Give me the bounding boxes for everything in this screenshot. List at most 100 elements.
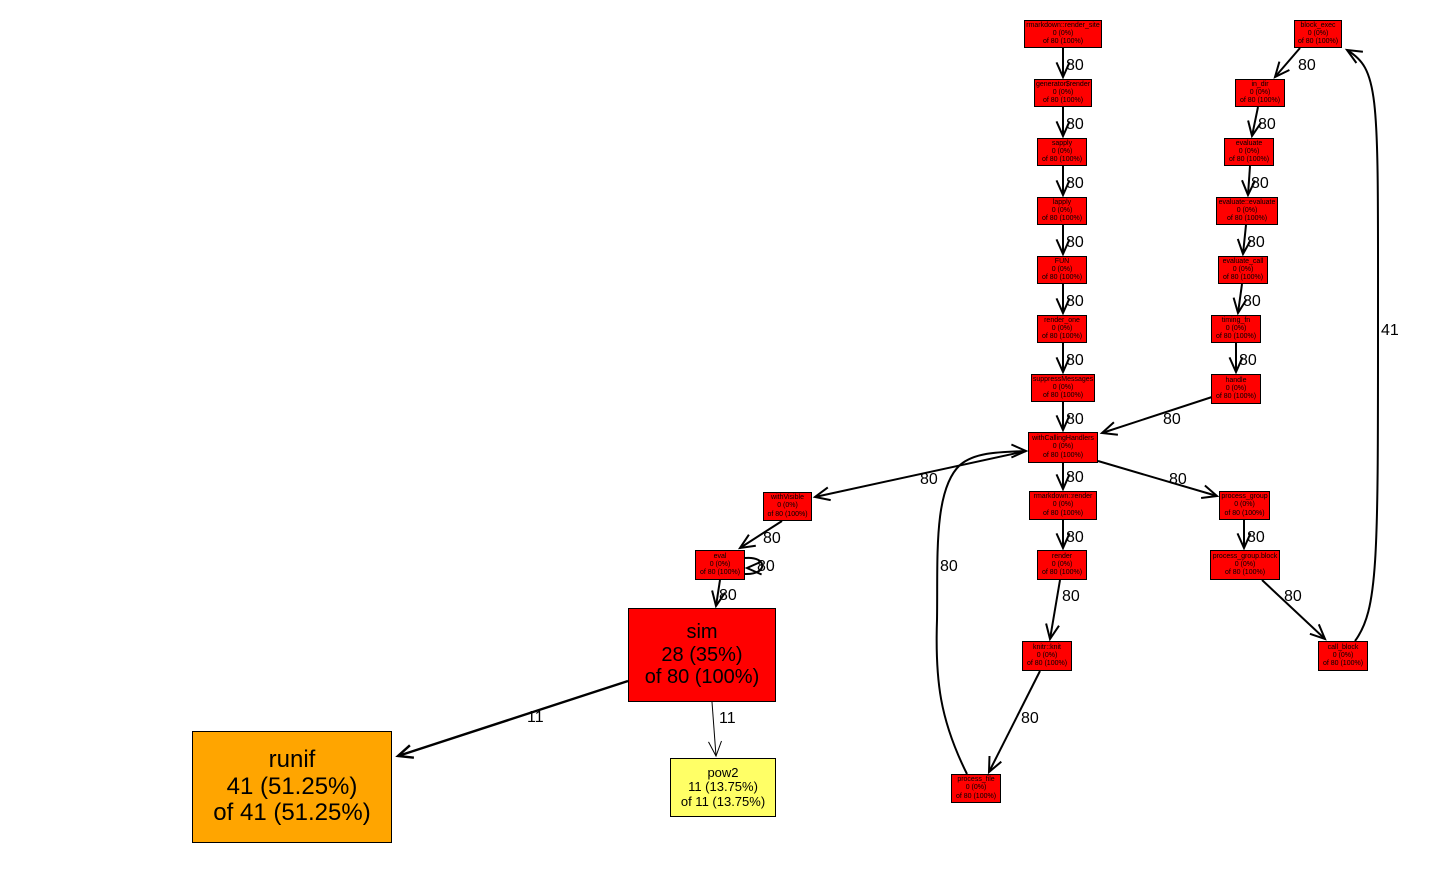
- node-fun-line-1: 0 (0%): [1051, 265, 1073, 273]
- edge-suppress-messages-to-with-calling-handlers: [1055, 402, 1071, 433]
- node-process-file-line-2: of 80 (100%): [955, 792, 997, 800]
- edge-render-one-to-suppress-messages: [1055, 343, 1071, 375]
- edge-label-lapply-to-fun: 80: [1066, 234, 1084, 251]
- node-process-group-block-line-2: of 80 (100%): [1224, 569, 1266, 577]
- node-lapply-line-1: 0 (0%): [1051, 206, 1073, 214]
- edge-label-with-calling-handlers-to-rmarkdown-render: 80: [1066, 469, 1084, 486]
- edge-rmarkdown-render-to-render: [1055, 520, 1071, 551]
- edge-with-visible-to-eval: [737, 520, 783, 550]
- node-fun-line-2: of 80 (100%): [1041, 274, 1083, 282]
- node-process-group-line-2: of 80 (100%): [1224, 509, 1265, 517]
- node-block-exec-line-2: of 80 (100%): [1297, 38, 1339, 46]
- edge-label-call-block-to-block-exec: 41: [1381, 322, 1399, 339]
- edge-eval-self-loop: [744, 556, 764, 576]
- edge-label-markdown-render-site-to-generator-render: 80: [1066, 57, 1084, 74]
- edge-label-handle-to-with-calling-handlers: 80: [1163, 411, 1181, 428]
- edge-eval-to-sim: [711, 579, 726, 609]
- node-with-visible-line-0: withVisible: [771, 494, 804, 502]
- edge-with-calling-handlers-to-process-group: [1097, 460, 1220, 499]
- node-timing-fn-line-2: of 80 (100%): [1215, 333, 1257, 341]
- node-runif-line-2: of 41 (51.25%): [213, 799, 371, 827]
- node-handle-line-0: handle: [1225, 376, 1247, 384]
- node-markdown-render-site-line-2: of 80 (100%): [1042, 38, 1084, 46]
- edge-in-dir-to-evaluate: [1247, 106, 1262, 139]
- node-with-visible-line-2: of 80 (100%): [767, 510, 808, 518]
- edge-sapply-to-lapply: [1055, 166, 1071, 198]
- node-rmarkdown-render-line-0: rmarkdown::render: [1033, 493, 1093, 501]
- node-call-block-line-0: call_block: [1327, 643, 1359, 651]
- edge-fun-to-render-one: [1055, 284, 1071, 316]
- node-generator-render-line-2: of 80 (100%): [1042, 97, 1084, 105]
- node-pow2-line-2: of 11 (13.75%): [680, 793, 766, 809]
- edge-render-to-knit: [1045, 579, 1061, 642]
- node-with-calling-handlers-line-2: of 80 (100%): [1042, 451, 1084, 459]
- edge-label-rmarkdown-render-to-render: 80: [1066, 529, 1084, 546]
- node-pow2-line-1: 11 (13.75%): [688, 779, 758, 795]
- edge-label-in-dir-to-evaluate: 80: [1258, 116, 1276, 133]
- edge-label-evaluate-call-to-timing-fn: 80: [1243, 293, 1261, 310]
- edge-label-with-calling-handlers-to-process-group: 80: [1169, 471, 1187, 488]
- node-process-group-block-line-1: 0 (0%): [1234, 560, 1256, 568]
- node-render-one-line-0: render_one: [1044, 316, 1080, 324]
- node-eval-line-1: 0 (0%): [709, 560, 731, 568]
- edge-label-render-to-knit: 80: [1062, 588, 1080, 605]
- node-rmarkdown-render-line-1: 0 (0%): [1052, 501, 1074, 509]
- edge-knit-to-process-file: [987, 670, 1041, 775]
- node-sim-line-2: of 80 (100%): [644, 666, 760, 689]
- node-markdown-render-site-line-1: 0 (0%): [1052, 29, 1074, 37]
- node-call-block-line-1: 0 (0%): [1332, 651, 1354, 659]
- edge-label-fun-to-render-one: 80: [1066, 293, 1084, 310]
- edge-lapply-to-fun: [1055, 225, 1071, 257]
- node-timing-fn-line-0: timing_fn: [1221, 316, 1251, 324]
- edge-label-evaluate-to-evaluate-evaluate: 80: [1251, 175, 1269, 192]
- node-process-group-line-1: 0 (0%): [1234, 501, 1255, 509]
- edge-label-process-group-to-process-group-block: 80: [1247, 529, 1265, 546]
- edge-process-group-to-process-group-block: [1236, 520, 1252, 551]
- node-handle-line-2: of 80 (100%): [1215, 393, 1257, 401]
- node-evaluate-line-2: of 80 (100%): [1228, 156, 1270, 164]
- node-lapply-line-0: lapply: [1052, 198, 1072, 206]
- node-rmarkdown-render-line-2: of 80 (100%): [1042, 509, 1084, 517]
- node-runif-line-0: runif: [268, 745, 316, 773]
- node-runif-line-1: 41 (51.25%): [226, 772, 358, 800]
- node-knit-line-2: of 80 (100%): [1026, 660, 1068, 668]
- node-sapply-line-1: 0 (0%): [1051, 147, 1073, 155]
- edge-label-sim-to-pow2: 11: [719, 710, 736, 727]
- edge-label-knit-to-process-file: 80: [1021, 710, 1039, 727]
- edge-markdown-render-site-to-generator-render: [1055, 48, 1071, 80]
- edge-label-eval-to-sim: 80: [719, 587, 737, 604]
- edge-block-exec-to-in-dir: [1273, 47, 1301, 79]
- edge-label-suppress-messages-to-with-calling-handlers: 80: [1066, 411, 1084, 428]
- node-process-file-line-0: process_file: [957, 776, 995, 784]
- node-sapply-line-0: sapply: [1051, 139, 1073, 147]
- node-render-one-line-1: 0 (0%): [1051, 324, 1073, 332]
- node-knit-line-1: 0 (0%): [1036, 651, 1058, 659]
- node-suppress-messages-line-1: 0 (0%): [1052, 383, 1074, 391]
- node-fun-line-0: FUN: [1054, 257, 1070, 265]
- node-in-dir-line-1: 0 (0%): [1249, 88, 1271, 96]
- node-timing-fn-line-1: 0 (0%): [1225, 324, 1247, 332]
- node-evaluate-evaluate-line-0: evaluate::evaluate: [1218, 198, 1276, 206]
- node-suppress-messages-line-2: of 80 (100%): [1042, 392, 1084, 400]
- edge-label-generator-render-to-sapply: 80: [1066, 116, 1084, 133]
- edge-label-process-group-block-to-call-block: 80: [1284, 588, 1302, 605]
